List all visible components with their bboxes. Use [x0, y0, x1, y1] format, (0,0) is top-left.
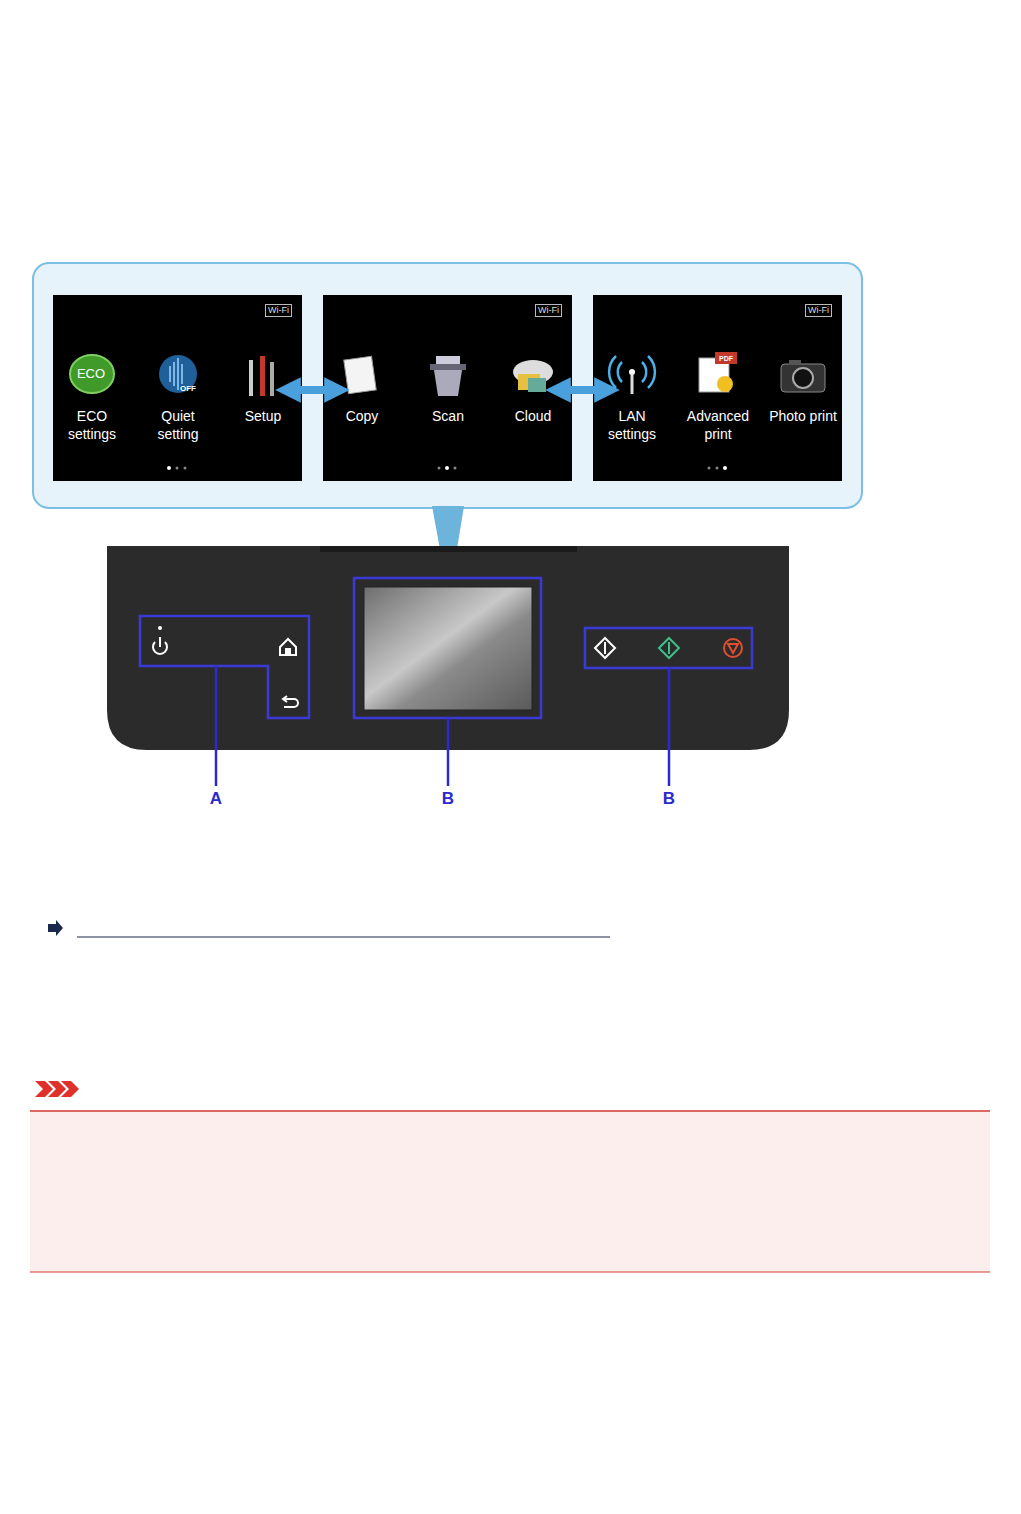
menu-label: Scan [410, 407, 486, 425]
home-button [280, 639, 296, 655]
swipe-arrow [288, 386, 337, 394]
power-button [153, 637, 167, 654]
menu-label: Quiet setting [140, 407, 216, 443]
callout-frame [33, 263, 862, 508]
page-dots [167, 466, 727, 470]
menu-label: Copy [324, 407, 400, 425]
callout-letter: B [663, 789, 675, 809]
menu-label: LAN settings [594, 407, 670, 443]
wifi-badge: Wi-Fi [805, 304, 832, 317]
note-rule [30, 1110, 990, 1112]
callout-letter: A [210, 789, 222, 809]
icon-text: ECO [77, 366, 105, 381]
callout-letter: B [442, 789, 454, 809]
menu-label: Setup [225, 407, 301, 425]
power-lamp [158, 626, 162, 630]
screen-ground [323, 295, 572, 481]
swipe-arrow [558, 386, 607, 394]
icon-text: OFF [180, 384, 196, 393]
icon-text: PDF [719, 355, 733, 362]
menu-label: ECO settings [54, 407, 130, 443]
wifi-badge: Wi-Fi [535, 304, 562, 317]
menu-label: Photo print [765, 407, 841, 425]
screen-ground [53, 295, 302, 481]
note-box [30, 1111, 990, 1272]
screen-ground [593, 295, 842, 481]
wifi-badge: Wi-Fi [265, 304, 292, 317]
menu-screen: Wi-FiCopy Scan Cloud [323, 295, 572, 481]
leader-lines [216, 666, 669, 786]
menu-screen: Wi-FiLAN settings Advanced print Photo pri… [593, 295, 842, 481]
group-outline [140, 616, 309, 718]
menu-label: Advanced print [680, 407, 756, 443]
link-underline [77, 936, 610, 937]
group-outline [585, 628, 752, 668]
menu-label: Cloud [495, 407, 571, 425]
panel-slot [320, 546, 577, 552]
note-rule [30, 1272, 990, 1273]
link-arrow [48, 920, 63, 936]
start-stop-buttons [595, 638, 742, 658]
menu-icons [70, 352, 825, 396]
menu-screen: Wi-FiECO settings Quiet setting Setup [53, 295, 302, 481]
touch-screen [364, 587, 532, 710]
back-button [283, 696, 298, 707]
group-outline [354, 578, 541, 718]
important-icon [35, 1081, 79, 1097]
